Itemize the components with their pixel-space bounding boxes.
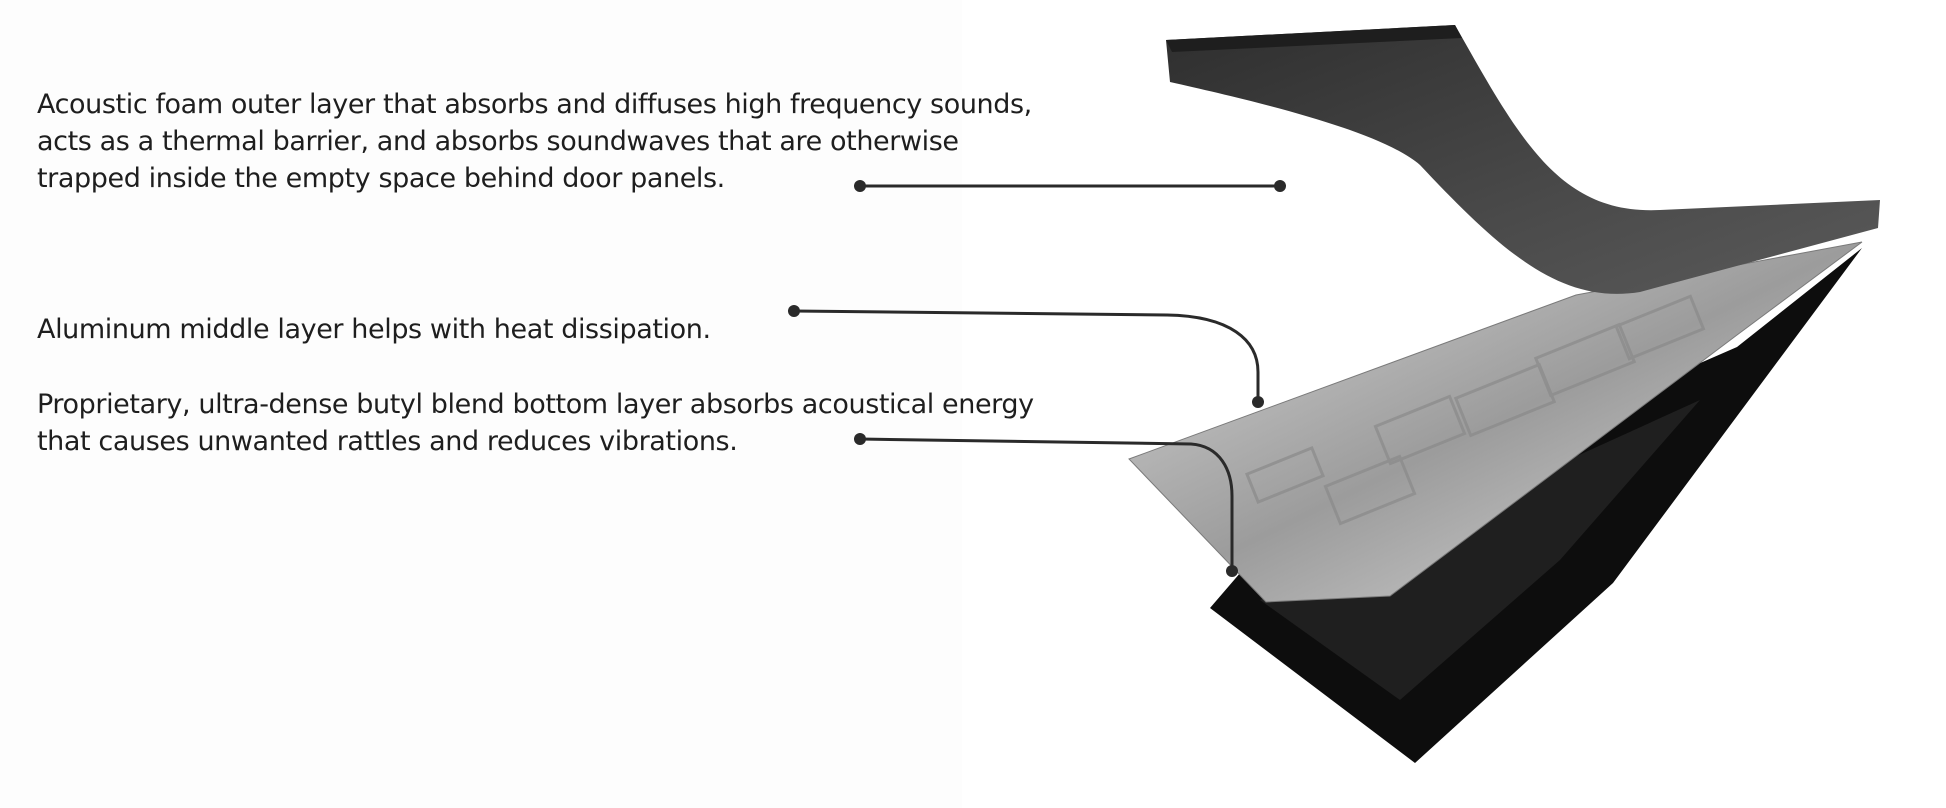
- callout-line: that causes unwanted rattles and reduces…: [37, 426, 738, 457]
- callout-line: Proprietary, ultra-dense butyl blend bot…: [37, 389, 1034, 420]
- leader-butyl: [859, 437, 1234, 571]
- leader-dots: [788, 180, 1286, 577]
- callout-line: trapped inside the empty space behind do…: [37, 163, 725, 194]
- foam-top-edge: [1166, 25, 1462, 52]
- aluminum-embossing: [1244, 294, 1706, 526]
- callout-line: Acoustic foam outer layer that absorbs a…: [37, 89, 1032, 120]
- aluminum-middle-layer: [1128, 241, 1863, 603]
- callout-aluminum: Aluminum middle layer helps with heat di…: [37, 311, 711, 348]
- callout-line: Aluminum middle layer helps with heat di…: [37, 314, 711, 345]
- butyl-highlight: [1260, 400, 1700, 700]
- callout-foam: Acoustic foam outer layer that absorbs a…: [37, 86, 1032, 197]
- callout-line: acts as a thermal barrier, and absorbs s…: [37, 126, 959, 157]
- leader-lines: [793, 184, 1280, 571]
- callout-butyl: Proprietary, ultra-dense butyl blend bot…: [37, 386, 1034, 460]
- acoustic-foam-outer-layer: [1166, 25, 1880, 294]
- leader-aluminum: [793, 309, 1260, 402]
